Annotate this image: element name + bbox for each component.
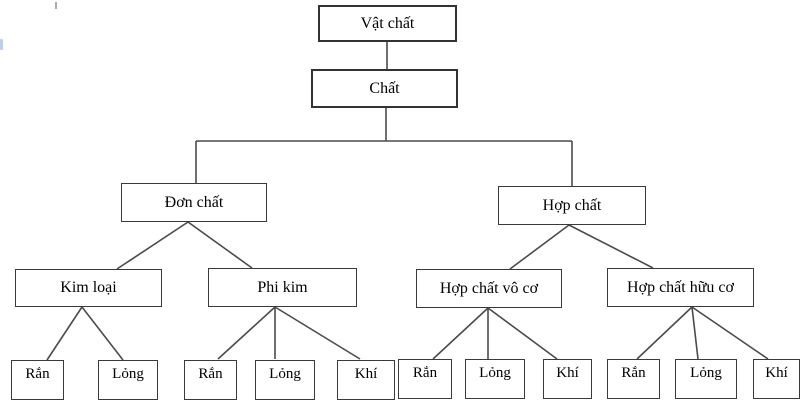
connector-line: [691, 306, 699, 360]
node-long-kim-loai: Lỏng: [98, 360, 158, 400]
node-phi-kim: Phi kim: [208, 268, 357, 307]
node-chat: Chất: [311, 69, 458, 108]
node-hop-chat: Hợp chất: [498, 186, 646, 225]
node-long-vo-co: Lỏng: [465, 359, 525, 399]
connector-line: [217, 306, 276, 360]
node-ran-vo-co: Rắn: [398, 359, 452, 399]
left-edge-artifact: [0, 39, 3, 50]
connector-line: [568, 224, 654, 269]
node-kim-loai: Kim loại: [15, 269, 162, 307]
node-vat-chat: Vật chất: [318, 5, 457, 42]
node-khi-vo-co: Khí: [543, 359, 592, 399]
connector-line: [46, 306, 83, 361]
node-ran-phi-kim: Rắn: [184, 360, 237, 400]
connector-line: [274, 306, 361, 360]
node-hop-chat-huu-co: Hợp chất hữu cơ: [607, 268, 754, 307]
connector-line: [116, 221, 189, 270]
connector-line: [487, 307, 558, 360]
node-long-phi-kim: Lỏng: [255, 360, 315, 400]
connector-line: [187, 221, 253, 269]
node-khi-phi-kim: Khí: [337, 360, 395, 400]
connector-line: [432, 307, 489, 360]
node-khi-huu-co: Khí: [753, 359, 800, 399]
connector-line: [81, 306, 124, 361]
node-don-chat: Đơn chất: [121, 183, 267, 222]
connector-line: [509, 224, 570, 270]
node-ran-kim-loai: Rắn: [11, 360, 64, 400]
top-tick-artifact: [55, 2, 57, 9]
connector-line: [691, 306, 769, 360]
node-long-huu-co: Lỏng: [675, 359, 737, 399]
connector-line: [636, 306, 693, 360]
node-hop-chat-vo-co: Hợp chất vô cơ: [416, 269, 562, 308]
node-ran-huu-co: Rắn: [607, 359, 660, 399]
